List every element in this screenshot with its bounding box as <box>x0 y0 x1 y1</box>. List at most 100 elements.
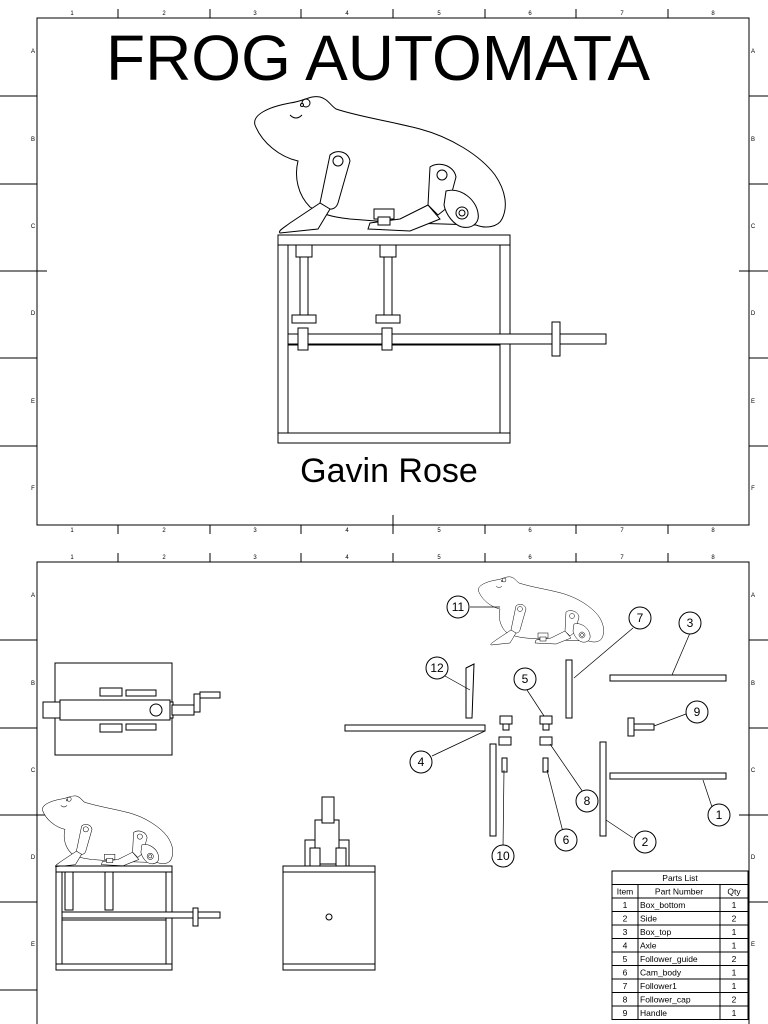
parts-list-cell <box>719 1005 749 1020</box>
balloon-3: 3 <box>687 616 694 630</box>
zone-column-label: 4 <box>345 528 349 534</box>
zone-column-label: 6 <box>528 555 532 561</box>
parts-list-cell-text: 1 <box>623 900 628 910</box>
zone-column-label: 7 <box>620 11 624 17</box>
parts-list-cell-text: Cam_body <box>640 968 682 978</box>
zone-row-label: A <box>31 593 35 599</box>
parts-list-cell-text: Follower_cap <box>640 995 691 1005</box>
zone-row-label: D <box>31 855 36 861</box>
zone-column-label: 6 <box>528 528 532 534</box>
zone-row-label: E <box>751 399 755 405</box>
zone-column-label: 3 <box>253 11 257 17</box>
zone-labels-columns-sheet-2: 1 2 3 4 5 6 7 8 <box>70 555 715 561</box>
parts-list-cell-text: 5 <box>623 954 628 964</box>
zone-row-label: B <box>751 681 755 687</box>
zone-labels-columns-bottom: 1 2 3 4 5 6 7 8 <box>70 528 715 534</box>
zone-row-label: C <box>751 224 756 230</box>
zone-row-label: E <box>751 942 755 948</box>
top-view <box>42 662 221 756</box>
zone-column-label: 7 <box>620 555 624 561</box>
parts-list-cell-text: 1 <box>732 1008 737 1018</box>
balloon-11: 11 <box>452 600 465 614</box>
main-assembly-view <box>254 96 607 444</box>
parts-list-cell-text: 1 <box>732 900 737 910</box>
zone-row-label: E <box>31 399 35 405</box>
zone-row-label: A <box>751 49 755 55</box>
parts-list-header: Part Number <box>655 887 703 897</box>
side-view <box>42 795 221 971</box>
zone-row-label: D <box>751 855 756 861</box>
parts-list-cell-text: 1 <box>732 968 737 978</box>
zone-column-label: 3 <box>253 528 257 534</box>
zone-column-label: 7 <box>620 528 624 534</box>
parts-list-cell-text: 4 <box>623 941 628 951</box>
parts-list-cell-text: 2 <box>732 995 737 1005</box>
parts-list-cell-text: Handle <box>640 1008 667 1018</box>
zone-row-label: E <box>31 942 35 948</box>
zone-labels-rows: A A B B C C D D E E F F <box>31 49 756 492</box>
balloon-7: 7 <box>637 611 644 625</box>
parts-list-cell-text: 2 <box>623 914 628 924</box>
balloon-9: 9 <box>694 705 701 719</box>
parts-list-cell-text: Side <box>640 914 657 924</box>
zone-labels-rows-sheet-2: A A B B C C D D E E <box>31 593 756 948</box>
zone-row-label: C <box>751 768 756 774</box>
zone-column-label: 8 <box>711 528 715 534</box>
front-view <box>282 796 376 971</box>
zone-row-label: C <box>31 224 36 230</box>
zone-row-label: A <box>751 593 755 599</box>
balloon-2: 2 <box>642 835 649 849</box>
zone-column-label: 8 <box>711 555 715 561</box>
zone-column-label: 3 <box>253 555 257 561</box>
zone-row-label: A <box>31 49 35 55</box>
zone-column-label: 1 <box>70 528 74 534</box>
parts-list-caption: Parts List <box>662 873 698 883</box>
parts-list-cell-text: Box_top <box>640 927 671 937</box>
zone-column-label: 6 <box>528 11 532 17</box>
drawing-title: FROG AUTOMATA <box>106 22 650 94</box>
zone-column-label: 2 <box>162 555 166 561</box>
zone-column-label: 5 <box>437 555 441 561</box>
balloon-5: 5 <box>522 672 529 686</box>
parts-list-cell-text: Follower1 <box>640 981 677 991</box>
zone-column-label: 8 <box>711 11 715 17</box>
zone-column-label: 4 <box>345 555 349 561</box>
parts-list-cell-text: 1 <box>732 927 737 937</box>
parts-list-cell-text: 9 <box>623 1008 628 1018</box>
parts-list-cell-text: 1 <box>732 981 737 991</box>
zone-row-label: B <box>31 137 35 143</box>
zone-column-label: 1 <box>70 11 74 17</box>
parts-list-cell-text: 2 <box>732 954 737 964</box>
parts-list-cell-text: 2 <box>732 914 737 924</box>
zone-row-label: C <box>31 768 36 774</box>
parts-list-cell-text: 1 <box>732 941 737 951</box>
sheet-1: 1 2 3 4 5 6 7 8 1 2 3 4 5 6 7 8 A A B B C C D D E E F F FROG AUTO… <box>0 9 768 534</box>
zone-column-label: 5 <box>437 11 441 17</box>
zone-row-label: B <box>31 681 35 687</box>
balloon-12: 12 <box>430 661 444 675</box>
balloon-4: 4 <box>418 755 425 769</box>
zone-column-label: 1 <box>70 555 74 561</box>
zone-column-label: 2 <box>162 528 166 534</box>
balloon-8: 8 <box>584 794 591 808</box>
zone-row-label: F <box>751 486 755 492</box>
zone-row-label: F <box>31 486 35 492</box>
zone-column-label: 4 <box>345 11 349 17</box>
parts-list-cell-text: 7 <box>623 981 628 991</box>
zone-row-label: D <box>31 311 36 317</box>
exploded-view: 1 2 3 4 5 6 7 8 9 10 11 12 <box>344 576 731 868</box>
parts-list-cell-text: Box_bottom <box>640 900 685 910</box>
parts-list-cell-text: 6 <box>623 968 628 978</box>
parts-list-header: Item <box>617 887 634 897</box>
parts-list-cell-text: 8 <box>623 995 628 1005</box>
zone-row-label: B <box>751 137 755 143</box>
balloon-6: 6 <box>563 833 570 847</box>
zone-column-label: 5 <box>437 528 441 534</box>
sheet-1-border <box>36 17 750 526</box>
balloon-10: 10 <box>496 849 510 863</box>
zone-row-label: D <box>751 311 756 317</box>
